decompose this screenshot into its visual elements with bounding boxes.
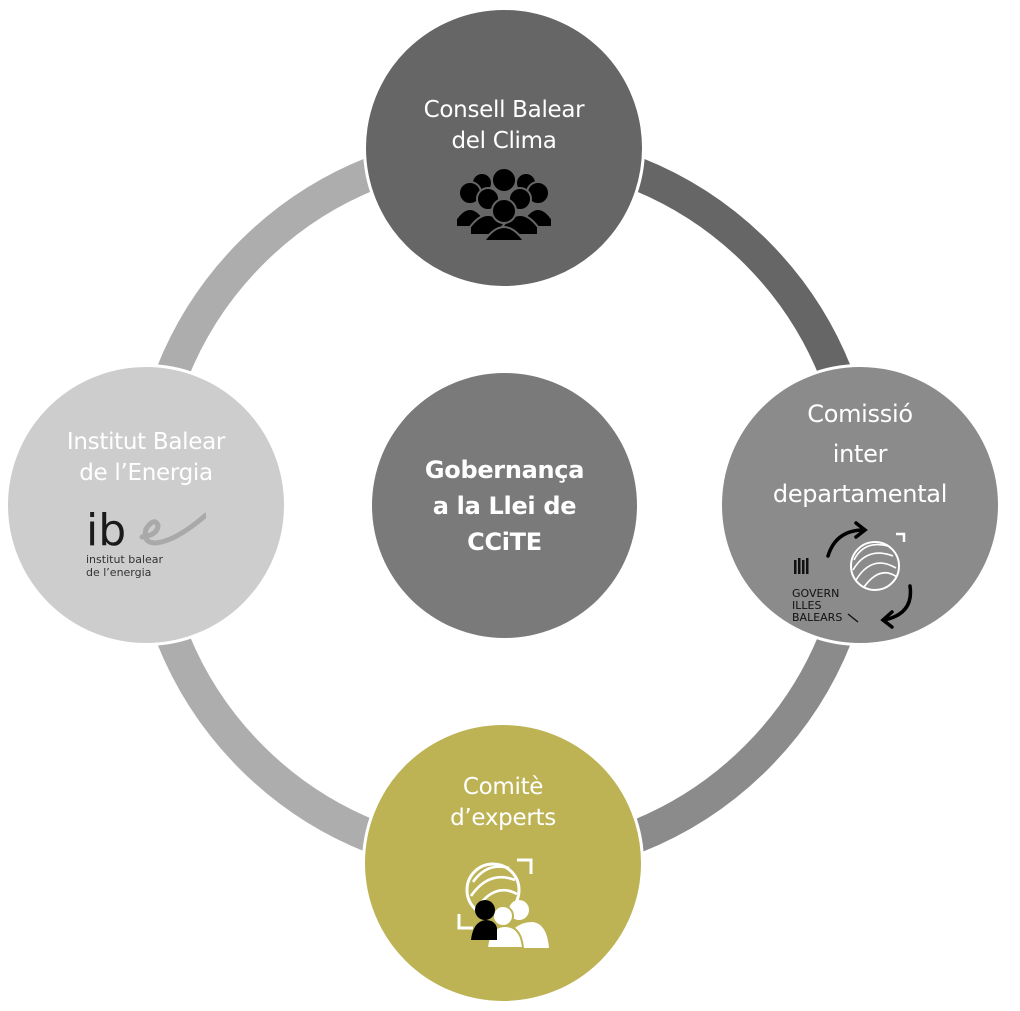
logo-text-line: GOVERN — [792, 587, 839, 600]
globe-experts-icon — [457, 858, 549, 948]
logo-text-line: ILLES — [792, 599, 821, 612]
center-label: Gobernança a la Llei de CCiTE — [424, 455, 585, 556]
svg-text:ib: ib — [86, 505, 126, 553]
node-label: Comissió inter departamental — [772, 400, 948, 508]
govern-shield-icon — [794, 558, 809, 574]
logo-text-line: BALEARS — [792, 611, 842, 624]
center-governance-node: Gobernança a la Llei de CCiTE — [372, 373, 637, 638]
ibe-logo-caption: institut balear de l’energia — [86, 553, 164, 579]
govern-illes-balears-cycle-icon: GOVERN ILLES BALEARS — [790, 521, 913, 638]
node-comissio-interdepartamental: Comissió inter departamental GOVERN ILLE… — [719, 364, 1001, 646]
node-label: Comitè d’experts — [450, 774, 556, 831]
node-institut-balear-de-lenergia: Institut Balear de l’Energia ib institut… — [5, 364, 287, 646]
node-consell-balear-del-clima: Consell Balear del Clima — [363, 7, 645, 289]
ibe-logo-mark: ib — [86, 505, 206, 553]
node-label: Consell Balear del Clima — [423, 97, 585, 154]
node-label: Institut Balear de l’Energia — [66, 429, 226, 486]
ibe-logo-icon: ib institut balear de l’energia — [86, 503, 206, 579]
people-group-icon — [456, 167, 552, 241]
node-comite-dexperts: Comitè d’experts — [362, 722, 644, 1004]
experts-icon — [471, 900, 549, 948]
